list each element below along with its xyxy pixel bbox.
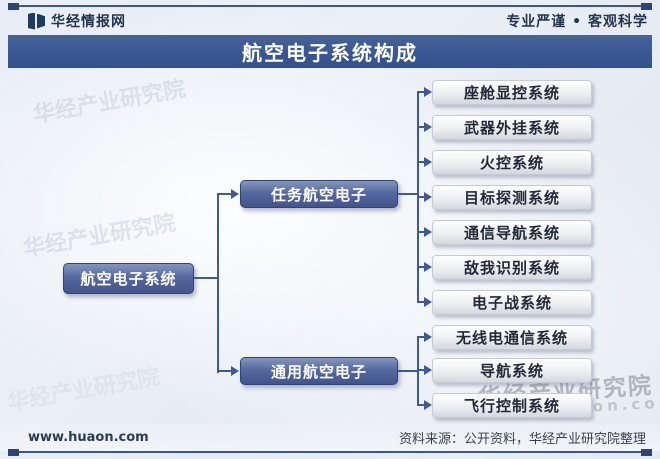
connector-line bbox=[417, 196, 425, 198]
connector-line bbox=[217, 370, 232, 372]
node-leaf-fire-control: 火控系统 bbox=[432, 150, 592, 175]
connector-line bbox=[398, 193, 419, 195]
footer-source: 资料来源：公开资料，华经产业研究院整理 bbox=[398, 432, 646, 447]
node-branch-general-avionics: 通用航空电子 bbox=[240, 357, 398, 385]
watermark-text: 华经产业研究院 bbox=[5, 364, 162, 417]
watermark-text: 华经产业研究院 bbox=[21, 210, 178, 263]
header: 华经情报网 专业严谨 • 客观科学 bbox=[0, 7, 660, 35]
node-leaf-cockpit-display: 座舱显控系统 bbox=[432, 80, 592, 105]
arrow-head-icon bbox=[424, 122, 432, 132]
arrow-head-icon bbox=[424, 157, 432, 167]
arrow-head-icon bbox=[231, 366, 239, 376]
header-slogan: 专业严谨 • 客观科学 bbox=[506, 14, 648, 30]
top-divider-right-cap bbox=[641, 3, 652, 10]
connector-line bbox=[217, 193, 219, 373]
node-leaf-weapon-mount: 武器外挂系统 bbox=[432, 115, 592, 140]
arrow-head-icon bbox=[231, 189, 239, 199]
node-leaf-flight-control: 飞行控制系统 bbox=[432, 393, 592, 418]
connector-line bbox=[417, 126, 425, 128]
connector-line bbox=[417, 266, 425, 268]
connector-line bbox=[217, 193, 232, 195]
brand-name: 华经情报网 bbox=[51, 14, 126, 30]
connector-line bbox=[417, 91, 425, 93]
node-leaf-electronic-warfare: 电子战系统 bbox=[432, 290, 592, 315]
connector-line bbox=[417, 161, 425, 163]
brand-logo-icon bbox=[28, 12, 45, 30]
arrow-head-icon bbox=[424, 297, 432, 307]
connector-line bbox=[194, 277, 218, 279]
node-branch-mission-avionics: 任务航空电子 bbox=[240, 180, 398, 208]
connector-line bbox=[417, 336, 425, 338]
connector-line bbox=[417, 336, 419, 406]
node-leaf-radio-comm: 无线电通信系统 bbox=[432, 325, 592, 350]
arrow-head-icon bbox=[424, 365, 432, 375]
brand: 华经情报网 bbox=[28, 11, 126, 31]
page-title: 航空电子系统构成 bbox=[242, 41, 418, 65]
top-divider-line bbox=[8, 5, 652, 7]
title-banner: 航空电子系统构成 bbox=[8, 35, 652, 68]
arrow-head-icon bbox=[424, 400, 432, 410]
bottom-divider-left-cap bbox=[8, 449, 19, 456]
connector-line bbox=[398, 370, 419, 372]
footer: www.huaon.com 资料来源：公开资料，华经产业研究院整理 bbox=[0, 424, 660, 451]
connector-line bbox=[417, 369, 425, 371]
node-leaf-comm-navigation: 通信导航系统 bbox=[432, 220, 592, 245]
node-leaf-iff: 敌我识别系统 bbox=[432, 255, 592, 280]
arrow-head-icon bbox=[424, 227, 432, 237]
node-root: 航空电子系统 bbox=[63, 263, 194, 294]
top-divider-left-cap bbox=[8, 3, 19, 10]
connector-line bbox=[417, 404, 425, 406]
arrow-head-icon bbox=[424, 192, 432, 202]
arrow-head-icon bbox=[424, 262, 432, 272]
arrow-head-icon bbox=[424, 332, 432, 342]
watermark-text: 华经产业研究院 bbox=[31, 76, 188, 129]
arrow-head-icon bbox=[424, 87, 432, 97]
node-leaf-target-detection: 目标探测系统 bbox=[432, 185, 592, 210]
connector-line bbox=[417, 301, 425, 303]
footer-website: www.huaon.com bbox=[28, 430, 149, 445]
bottom-divider-right-cap bbox=[641, 449, 652, 456]
connector-line bbox=[417, 231, 425, 233]
bottom-divider-line bbox=[8, 451, 652, 453]
node-leaf-navigation: 导航系统 bbox=[432, 358, 592, 383]
